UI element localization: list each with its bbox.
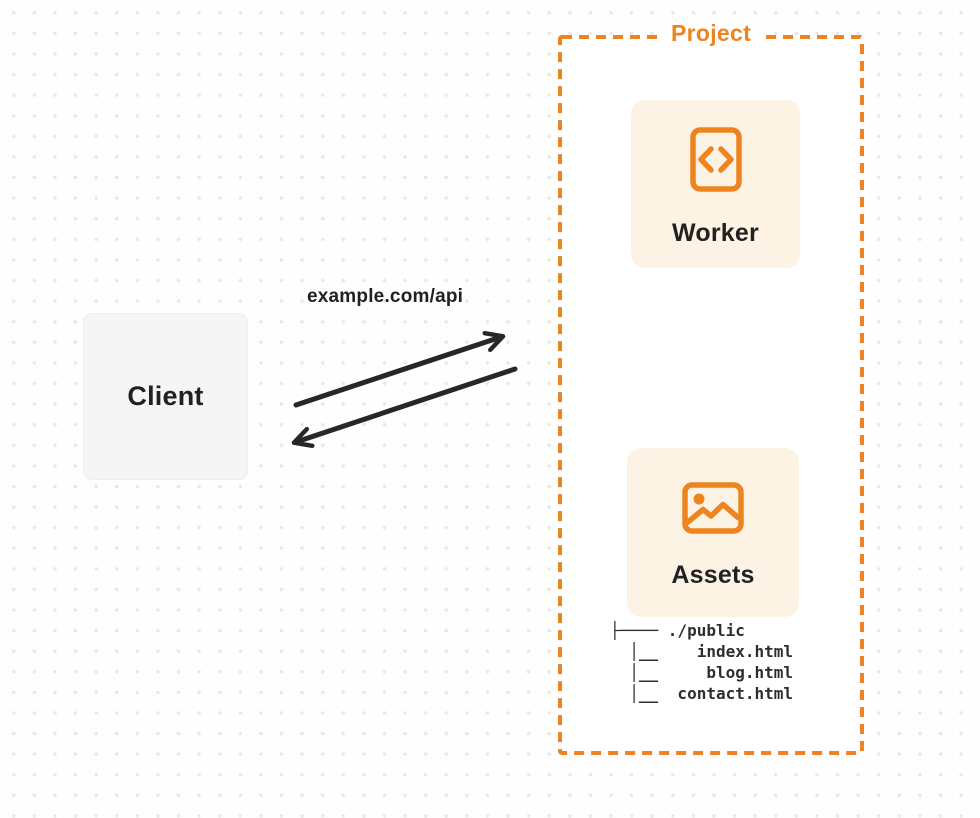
worker-label: Worker — [672, 218, 759, 247]
assets-label: Assets — [671, 560, 755, 589]
file-tree-item: │__ blog.html — [610, 663, 794, 682]
file-tree-item: │__ contact.html — [610, 684, 794, 703]
file-tree-item: │__ index.html — [610, 642, 794, 661]
request-url-label: example.com/api — [307, 286, 464, 307]
request-arrow — [293, 330, 506, 408]
image-icon — [682, 481, 744, 534]
client-label: Client — [127, 381, 204, 411]
code-document-icon — [689, 126, 742, 192]
client-node: Client — [83, 313, 248, 480]
worker-node: Worker — [631, 100, 800, 268]
file-tree-root: ├──── ./public — [610, 621, 745, 640]
assets-node: Assets — [627, 448, 799, 617]
project-dashed-border — [558, 35, 864, 755]
project-label: Project — [661, 20, 761, 48]
assets-file-tree: ├──── ./public │__ index.html │__ blog.h… — [610, 620, 793, 704]
response-arrow — [291, 366, 518, 449]
